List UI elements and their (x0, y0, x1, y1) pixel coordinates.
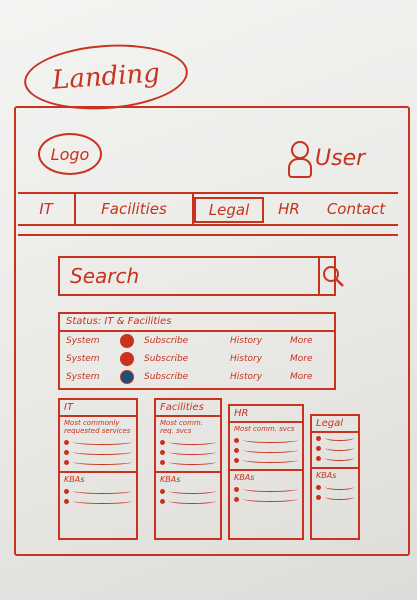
tab-hr[interactable]: HR (278, 200, 300, 218)
column-title: Legal (312, 416, 358, 433)
history-link[interactable]: History (230, 336, 263, 346)
list-item[interactable] (156, 447, 220, 457)
list-item[interactable] (230, 435, 302, 445)
search-button[interactable] (318, 258, 346, 294)
system-label: System (66, 372, 100, 382)
search-bar (58, 256, 344, 296)
list-item[interactable] (312, 453, 358, 463)
status-panel: Status: IT & Facilities System Subscribe… (58, 312, 336, 390)
list-item[interactable] (230, 484, 302, 494)
landing-label: Landing (21, 39, 191, 115)
status-indicator (120, 352, 134, 366)
list-item[interactable] (312, 433, 358, 443)
status-row: System Subscribe History More (60, 368, 334, 386)
status-indicator (120, 370, 134, 384)
top-nav: IT Facilities Legal HR Contact (18, 192, 398, 226)
column-title: IT (60, 400, 136, 417)
list-item[interactable] (60, 457, 136, 467)
list-item[interactable] (60, 447, 136, 457)
tab-it[interactable]: IT (18, 194, 76, 224)
column-subtitle: Most comm. req. svcs (160, 419, 203, 435)
page-frame (14, 106, 410, 556)
column-subtitle: Most commonly requested services (64, 419, 131, 435)
logo[interactable]: Logo (38, 133, 102, 175)
list-item[interactable] (60, 437, 136, 447)
more-link[interactable]: More (290, 372, 313, 382)
subscribe-link[interactable]: Subscribe (144, 354, 189, 364)
list-item[interactable] (312, 492, 358, 502)
column-hr: HR Most comm. svcs KBAs (228, 404, 304, 540)
more-link[interactable]: More (290, 354, 313, 364)
column-facilities: Facilities Most comm. req. svcs KBAs (154, 398, 222, 540)
list-item[interactable] (60, 496, 136, 506)
list-item[interactable] (156, 486, 220, 496)
kba-heading: KBAs (230, 469, 302, 484)
system-label: System (66, 354, 100, 364)
status-indicator (120, 334, 134, 348)
column-legal: Legal KBAs (310, 414, 360, 540)
list-item[interactable] (312, 443, 358, 453)
user-menu[interactable]: User (287, 141, 366, 178)
kba-heading: KBAs (60, 471, 136, 486)
list-item[interactable] (312, 482, 358, 492)
column-subtitle: Most comm. svcs (234, 425, 295, 433)
user-label: User (315, 145, 366, 171)
search-icon (323, 266, 344, 287)
tab-legal[interactable]: Legal (194, 196, 264, 223)
list-item[interactable] (230, 494, 302, 504)
user-icon (287, 141, 312, 178)
tab-facilities[interactable]: Facilities (76, 194, 194, 224)
column-title: HR (230, 406, 302, 423)
history-link[interactable]: History (230, 354, 263, 364)
status-row: System Subscribe History More (60, 332, 334, 350)
tab-contact[interactable]: Contact (326, 200, 386, 218)
list-item[interactable] (230, 445, 302, 455)
status-title: Status: IT & Facilities (60, 314, 334, 332)
column-it: IT Most commonly requested services KBAs (58, 398, 138, 540)
list-item[interactable] (156, 457, 220, 467)
list-item[interactable] (156, 437, 220, 447)
kba-heading: KBAs (156, 471, 220, 486)
list-item[interactable] (230, 455, 302, 465)
list-item[interactable] (60, 486, 136, 496)
subscribe-link[interactable]: Subscribe (144, 336, 189, 346)
divider (18, 234, 398, 236)
search-input[interactable] (60, 257, 318, 295)
column-title: Facilities (156, 400, 220, 417)
subscribe-link[interactable]: Subscribe (144, 372, 189, 382)
system-label: System (66, 336, 100, 346)
status-row: System Subscribe History More (60, 350, 334, 368)
more-link[interactable]: More (290, 336, 313, 346)
list-item[interactable] (156, 496, 220, 506)
history-link[interactable]: History (230, 372, 263, 382)
kba-heading: KBAs (312, 467, 358, 482)
